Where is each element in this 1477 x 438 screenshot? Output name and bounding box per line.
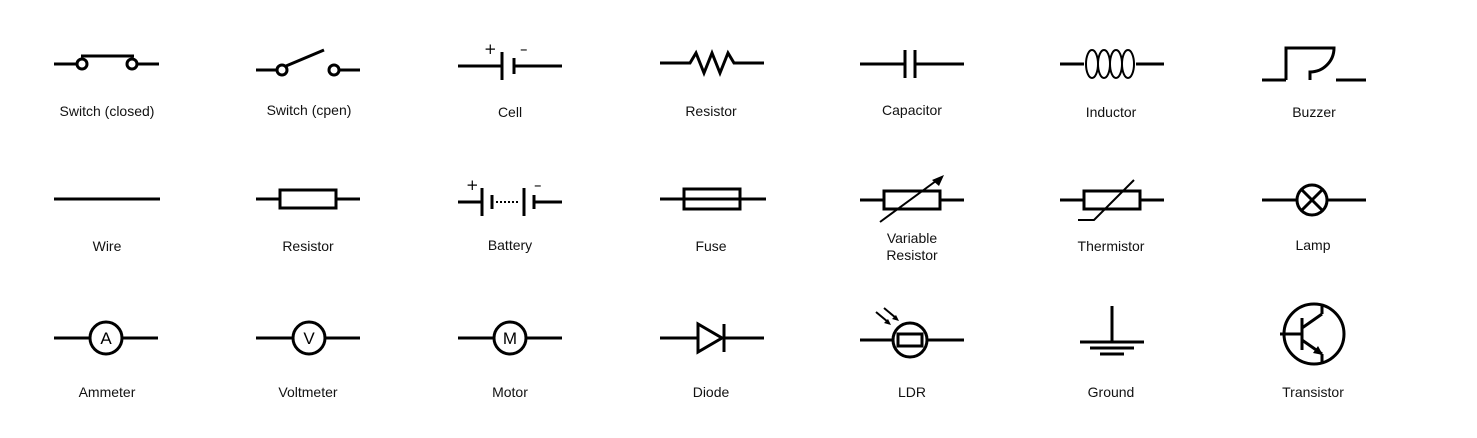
cell-label: Cell bbox=[497, 104, 523, 120]
resistor-box-label: Resistor bbox=[282, 238, 334, 254]
battery-symbol: + – bbox=[452, 176, 572, 224]
transistor-label: Transistor bbox=[1282, 384, 1344, 400]
resistor-zigzag-label: Resistor bbox=[685, 103, 737, 119]
variable-resistor-label-line1: Variable bbox=[886, 230, 938, 246]
switch-closed-symbol bbox=[48, 46, 168, 82]
ground-label: Ground bbox=[1087, 384, 1135, 400]
ammeter-letter: A bbox=[100, 329, 112, 348]
resistor-box-symbol bbox=[250, 184, 370, 214]
transistor-symbol bbox=[1256, 302, 1376, 366]
minus-sign: – bbox=[534, 176, 542, 194]
voltmeter-letter: V bbox=[303, 329, 315, 348]
capacitor-symbol bbox=[854, 46, 974, 82]
inductor-label: Inductor bbox=[1085, 104, 1137, 120]
fuse-label: Fuse bbox=[695, 238, 727, 254]
motor-letter: M bbox=[503, 329, 517, 348]
cell-symbol: + – bbox=[452, 40, 572, 88]
variable-resistor-label-line2: Resistor bbox=[886, 247, 938, 263]
wire-label: Wire bbox=[92, 238, 122, 254]
lamp-label: Lamp bbox=[1295, 237, 1331, 253]
switch-open-symbol bbox=[250, 46, 370, 82]
motor-symbol: M bbox=[452, 318, 572, 358]
ammeter-label: Ammeter bbox=[78, 384, 136, 400]
motor-label: Motor bbox=[492, 384, 528, 400]
variable-resistor-symbol bbox=[854, 172, 974, 228]
plus-sign: + bbox=[484, 40, 497, 58]
fuse-symbol bbox=[654, 184, 774, 214]
ldr-symbol bbox=[854, 306, 974, 362]
switch-closed-label: Switch (closed) bbox=[59, 103, 155, 119]
wire-symbol bbox=[48, 184, 168, 214]
thermistor-label: Thermistor bbox=[1077, 238, 1145, 254]
ammeter-symbol: A bbox=[48, 318, 168, 358]
diode-label: Diode bbox=[692, 384, 730, 400]
battery-label: Battery bbox=[487, 237, 533, 253]
switch-open-label: Switch (cpen) bbox=[266, 102, 352, 118]
voltmeter-label: Voltmeter bbox=[278, 384, 338, 400]
buzzer-label: Buzzer bbox=[1292, 104, 1336, 120]
plus-sign: + bbox=[466, 176, 479, 194]
minus-sign: – bbox=[520, 40, 528, 58]
ground-symbol bbox=[1054, 304, 1174, 356]
variable-resistor-label: Variable Resistor bbox=[822, 230, 1002, 264]
capacitor-label: Capacitor bbox=[882, 102, 942, 118]
lamp-symbol bbox=[1256, 180, 1376, 220]
thermistor-symbol bbox=[1054, 176, 1174, 224]
buzzer-symbol bbox=[1256, 40, 1376, 84]
voltmeter-symbol: V bbox=[250, 318, 370, 358]
inductor-symbol bbox=[1054, 44, 1174, 84]
resistor-zigzag-symbol bbox=[654, 48, 774, 78]
ldr-label: LDR bbox=[897, 384, 926, 400]
diode-symbol bbox=[654, 318, 774, 358]
